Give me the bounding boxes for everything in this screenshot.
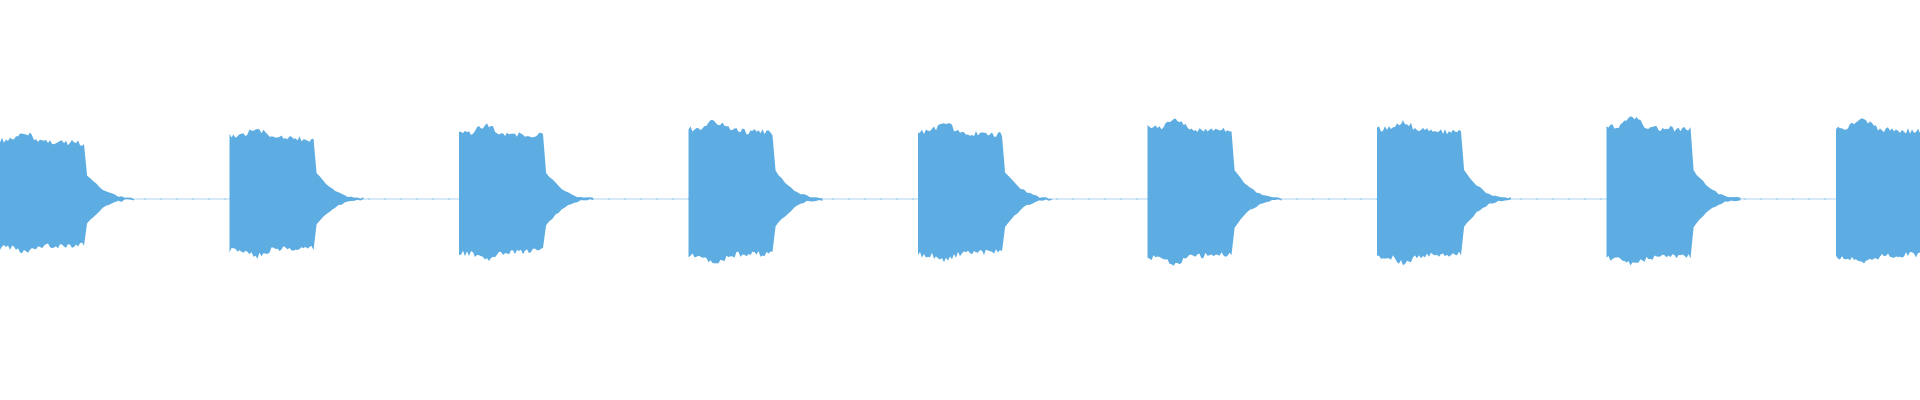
waveform-bursts — [0, 116, 1920, 266]
waveform-burst-6 — [1147, 118, 1282, 266]
waveform-burst-5 — [918, 123, 1052, 263]
waveform-burst-7 — [1377, 120, 1511, 266]
waveform-burst-8 — [1606, 116, 1741, 266]
waveform-burst-4 — [688, 119, 823, 264]
waveform-burst-9 — [1836, 118, 1920, 264]
waveform-burst-1 — [0, 132, 134, 254]
waveform-burst-2 — [229, 129, 364, 259]
waveform-burst-3 — [459, 123, 593, 262]
